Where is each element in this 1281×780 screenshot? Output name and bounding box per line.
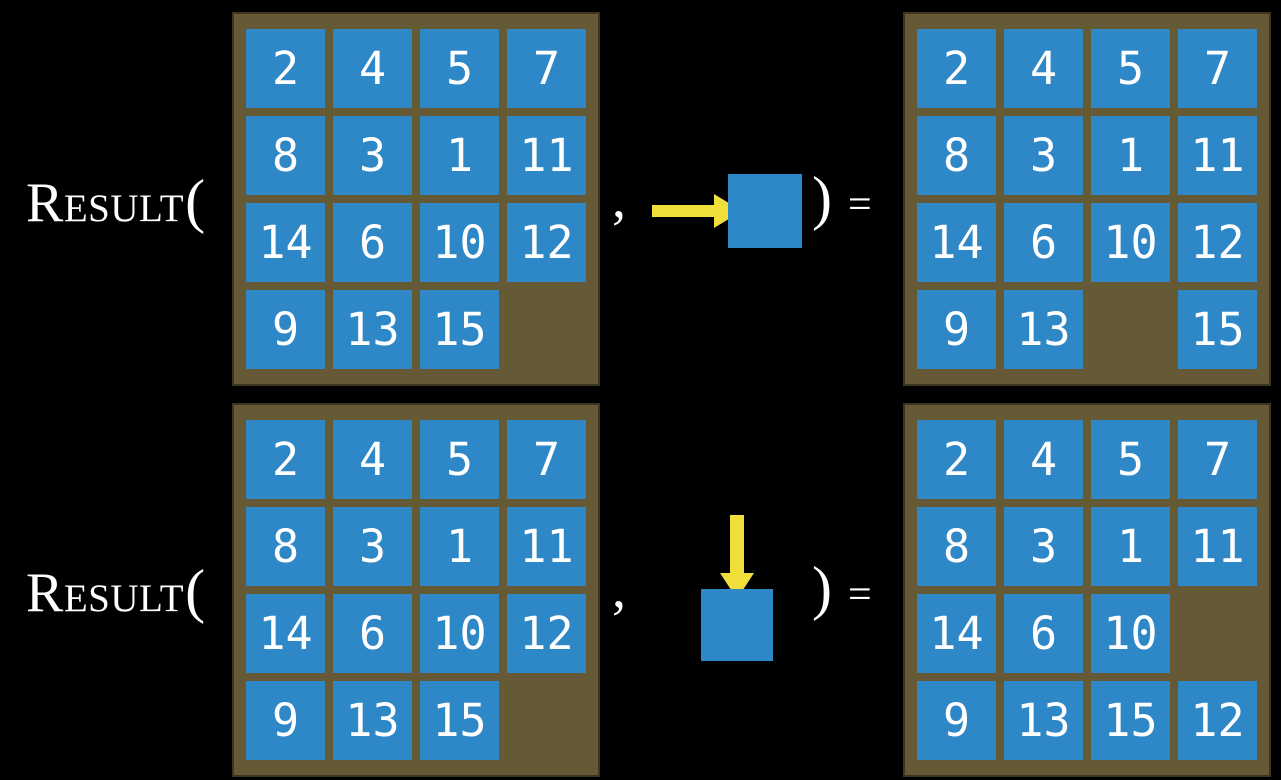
- puzzle-tile: 4: [333, 29, 412, 108]
- puzzle-tile: 12: [1178, 203, 1257, 282]
- puzzle-tile: 14: [246, 594, 325, 673]
- equals-sign: =: [847, 182, 872, 228]
- comma-1: ,: [612, 168, 626, 230]
- right-arrow-icon: [652, 194, 742, 228]
- puzzle-tile: 13: [1004, 681, 1083, 760]
- puzzle-tile: 5: [1091, 420, 1170, 499]
- puzzle-tile: 7: [507, 29, 586, 108]
- puzzle-tile: 12: [1178, 681, 1257, 760]
- puzzle-tile: 10: [1091, 203, 1170, 282]
- puzzle-tile: 14: [917, 203, 996, 282]
- puzzle-tile: 9: [246, 681, 325, 760]
- close-equals-1: ) =: [812, 168, 872, 228]
- puzzle-tile: 13: [333, 290, 412, 369]
- puzzle-tile: 14: [917, 594, 996, 673]
- function-name: Result: [26, 172, 185, 234]
- puzzle-tile: 15: [1178, 290, 1257, 369]
- puzzle-tile: 8: [917, 116, 996, 195]
- empty-cell: [507, 681, 586, 760]
- puzzle-tile: 5: [1091, 29, 1170, 108]
- puzzle-tile: 15: [1091, 681, 1170, 760]
- puzzle-tile: 5: [420, 29, 499, 108]
- action-tile-1: [728, 174, 802, 248]
- close-paren: ): [812, 555, 832, 621]
- puzzle-tile: 3: [1004, 116, 1083, 195]
- empty-cell: [507, 290, 586, 369]
- puzzle-tile: 15: [420, 290, 499, 369]
- puzzle-tile: 7: [507, 420, 586, 499]
- puzzle-tile: 9: [917, 681, 996, 760]
- puzzle-tile: 2: [917, 29, 996, 108]
- puzzle-tile: 12: [507, 203, 586, 282]
- puzzle-tile: 11: [1178, 116, 1257, 195]
- puzzle-tile: 12: [507, 594, 586, 673]
- puzzle-tile: 9: [917, 290, 996, 369]
- puzzle-tile: 9: [246, 290, 325, 369]
- puzzle-tile: 15: [420, 681, 499, 760]
- puzzle-tile: 7: [1178, 420, 1257, 499]
- equals-sign: =: [847, 572, 872, 618]
- result-label-2: Result(: [26, 561, 205, 621]
- puzzle-tile: 10: [1091, 594, 1170, 673]
- puzzle-tile: 13: [1004, 290, 1083, 369]
- puzzle-tile: 6: [1004, 203, 1083, 282]
- puzzle-tile: 8: [246, 116, 325, 195]
- close-equals-2: ) =: [812, 558, 872, 618]
- comma-2: ,: [612, 558, 626, 620]
- open-paren: (: [185, 168, 206, 234]
- puzzle-tile: 10: [420, 203, 499, 282]
- puzzle-tile: 3: [333, 116, 412, 195]
- puzzle-tile: 1: [420, 116, 499, 195]
- function-name: Result: [26, 562, 185, 624]
- open-paren: (: [185, 558, 206, 624]
- puzzle-tile: 7: [1178, 29, 1257, 108]
- puzzle-tile: 4: [333, 420, 412, 499]
- puzzle-tile: 11: [507, 116, 586, 195]
- puzzle-tile: 11: [507, 507, 586, 586]
- puzzle-tile: 2: [917, 420, 996, 499]
- puzzle-tile: 3: [333, 507, 412, 586]
- puzzle-tile: 2: [246, 29, 325, 108]
- puzzle-tile: 14: [246, 203, 325, 282]
- puzzle-tile: 4: [1004, 420, 1083, 499]
- puzzle-tile: 11: [1178, 507, 1257, 586]
- empty-cell: [1091, 290, 1170, 369]
- puzzle-tile: 2: [246, 420, 325, 499]
- puzzle-tile: 8: [246, 507, 325, 586]
- puzzle-tile: 8: [917, 507, 996, 586]
- puzzle-tile: 1: [1091, 507, 1170, 586]
- action-tile-2: [701, 589, 773, 661]
- puzzle-tile: 6: [333, 594, 412, 673]
- puzzle-tile: 1: [420, 507, 499, 586]
- puzzle-tile: 1: [1091, 116, 1170, 195]
- puzzle-tile: 5: [420, 420, 499, 499]
- empty-cell: [1178, 594, 1257, 673]
- result-label-1: Result(: [26, 171, 205, 231]
- puzzle-tile: 4: [1004, 29, 1083, 108]
- close-paren: ): [812, 165, 832, 231]
- puzzle-tile: 6: [1004, 594, 1083, 673]
- puzzle-tile: 3: [1004, 507, 1083, 586]
- puzzle-tile: 13: [333, 681, 412, 760]
- puzzle-tile: 6: [333, 203, 412, 282]
- puzzle-tile: 10: [420, 594, 499, 673]
- down-arrow-icon: [720, 515, 754, 599]
